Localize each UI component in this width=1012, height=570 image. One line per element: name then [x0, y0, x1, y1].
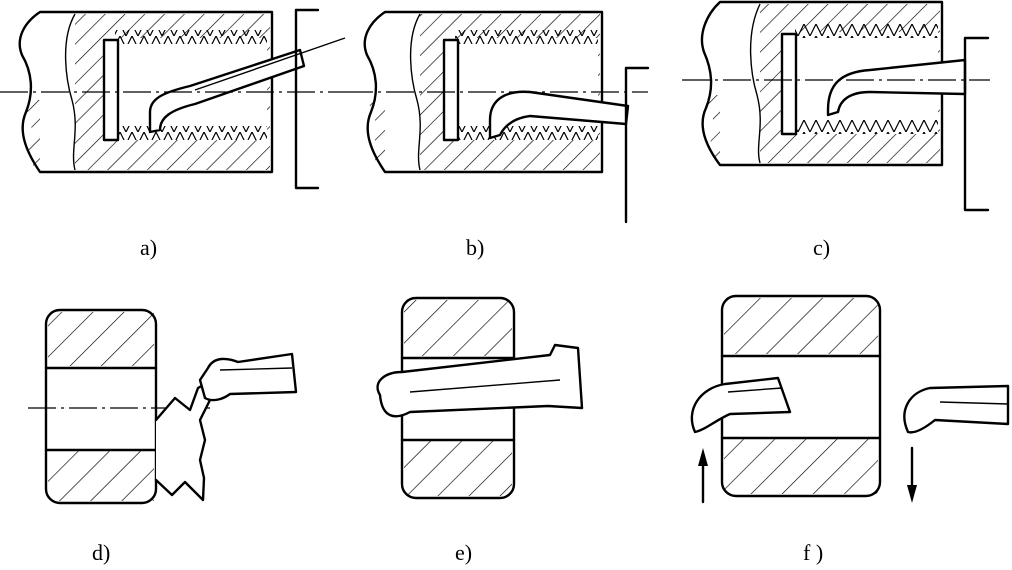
- section-edge-c: [749, 3, 761, 164]
- hatch-e-bottom: [404, 440, 512, 496]
- panel-c: c): [682, 0, 990, 260]
- section-edge-a: [64, 13, 76, 171]
- tool-edge-f-left: [727, 387, 783, 393]
- boring-bar-a: [148, 48, 306, 134]
- hatch-e-top: [404, 300, 512, 356]
- panel-d: d): [28, 308, 298, 565]
- undercut-ring-b: [442, 38, 460, 142]
- threads-bottom-c: [795, 120, 938, 134]
- tool-axis-a: [194, 37, 346, 91]
- chip-d: [154, 378, 214, 502]
- boring-tool-f-left: [690, 376, 792, 434]
- label-b: b): [466, 235, 484, 260]
- threads-bottom-b: [455, 126, 598, 140]
- label-e: e): [455, 540, 472, 565]
- tool-edge-f-right: [939, 401, 1009, 405]
- boring-tool-e: [376, 343, 584, 418]
- label-d: d): [92, 540, 110, 565]
- panel-b: b): [345, 10, 650, 260]
- panel-f: f ): [690, 294, 1010, 565]
- tool-holder-b: [624, 66, 650, 224]
- tool-holder-a: [294, 8, 320, 190]
- arrow-down-icon: [907, 485, 917, 503]
- hatch-a-left: [22, 100, 40, 172]
- hatch-c-left: [704, 95, 720, 165]
- panel-e: e): [376, 296, 584, 565]
- threads-top-a: [115, 30, 267, 44]
- threads-top-c: [795, 24, 938, 38]
- hatch-d-bottom: [48, 450, 154, 501]
- tool-holder-c: [963, 36, 990, 212]
- hatch-f-top: [724, 298, 878, 354]
- hatch-f-bottom: [724, 438, 878, 494]
- arrow-up-icon: [698, 448, 708, 466]
- threads-top-b: [455, 30, 598, 44]
- boring-tool-d: [198, 352, 298, 402]
- hatch-b-left: [367, 100, 385, 172]
- tool-edge-e: [409, 379, 561, 393]
- undercut-ring-c: [780, 32, 798, 136]
- label-c: c): [813, 235, 830, 260]
- hatch-d-top: [48, 312, 154, 366]
- label-f: f ): [803, 540, 823, 565]
- section-edge-b: [409, 13, 421, 171]
- threads-bottom-a: [115, 126, 267, 140]
- boring-bar-b: [488, 90, 630, 140]
- undercut-ring-a: [102, 38, 120, 142]
- threaded-bore-b: [455, 38, 598, 140]
- tool-edge-d: [219, 367, 293, 371]
- label-a: a): [140, 235, 157, 260]
- boring-tool-f-right: [903, 384, 1010, 434]
- panel-a: a): [0, 8, 346, 260]
